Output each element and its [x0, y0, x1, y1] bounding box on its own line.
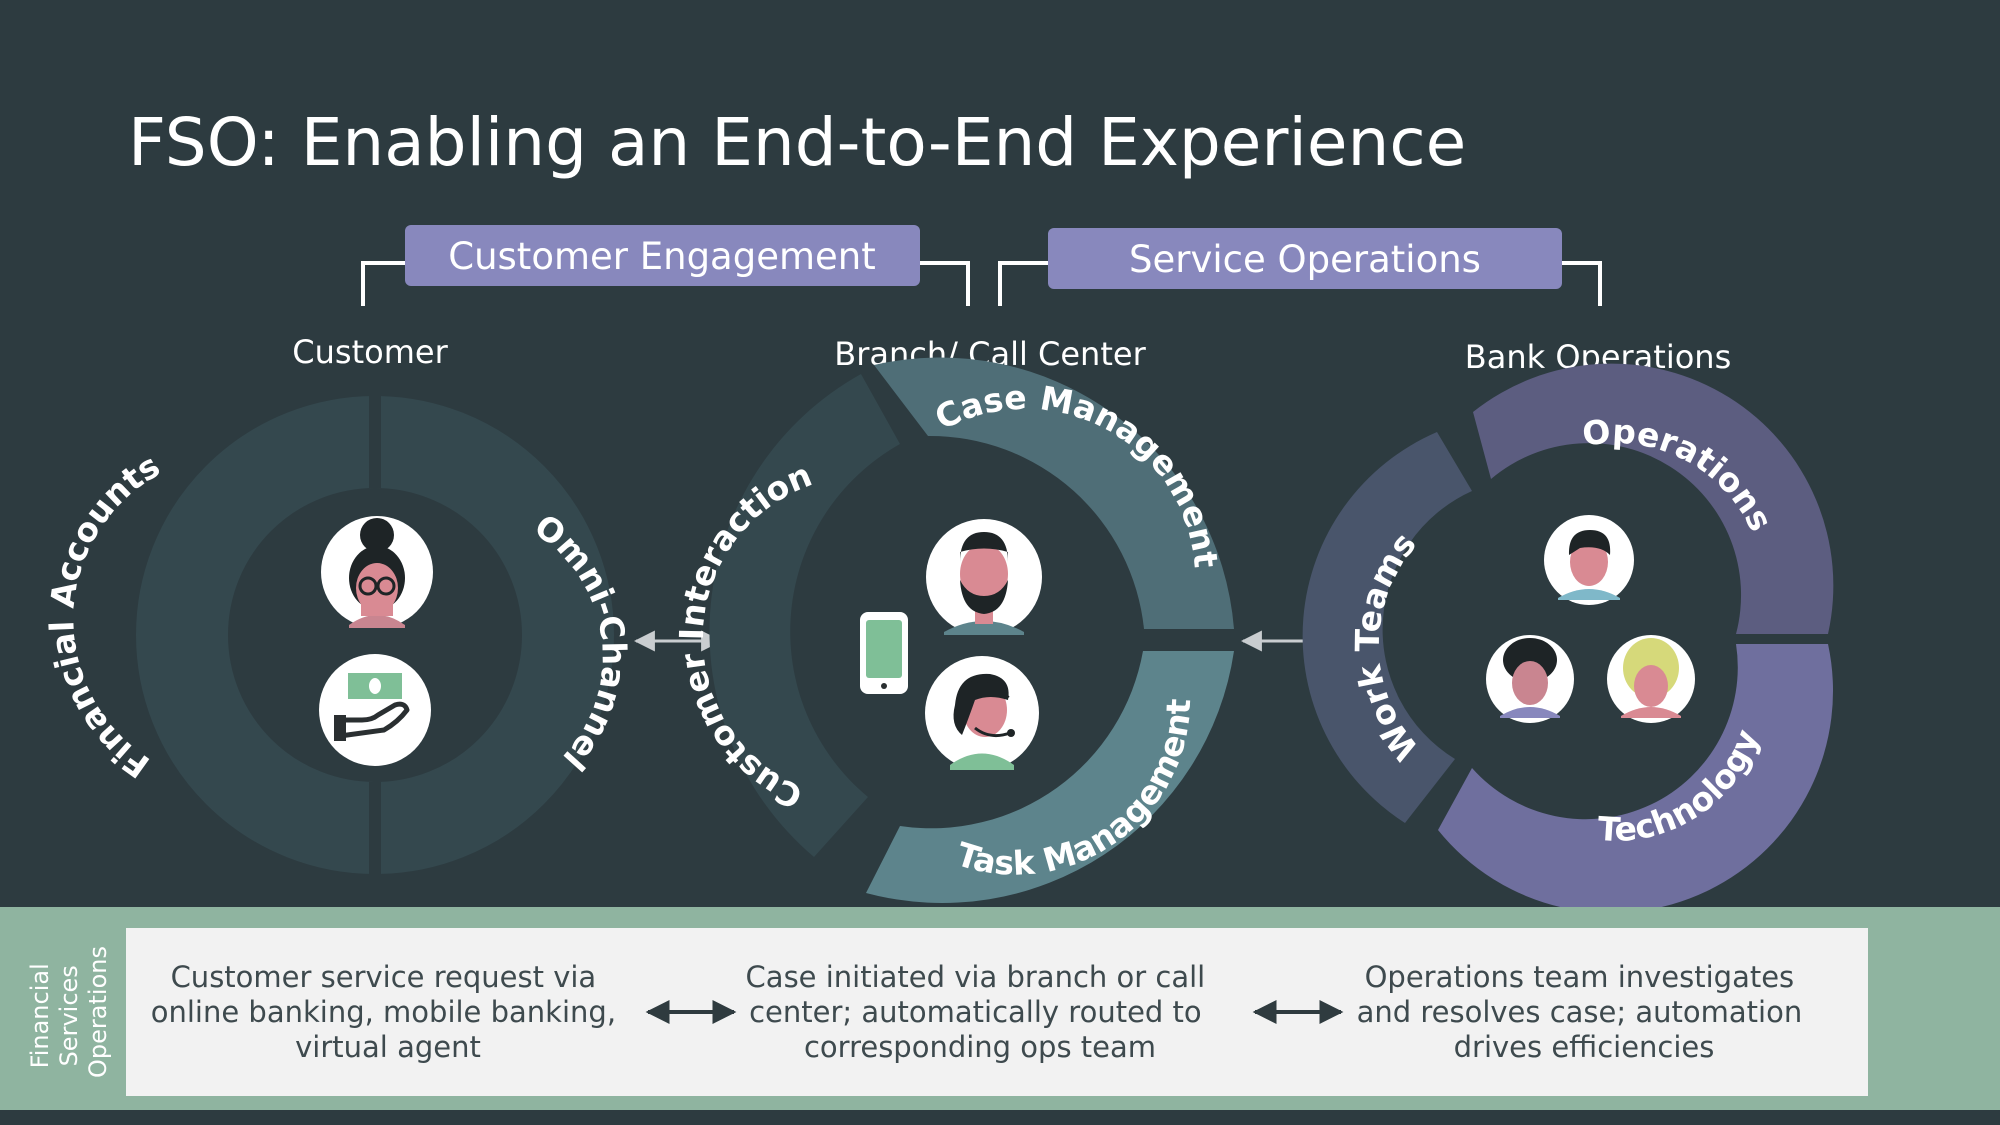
ring-divider [369, 782, 381, 878]
service-operations-label: Service Operations [1129, 238, 1481, 281]
customer-ring-band [136, 396, 614, 874]
customer-column-label: Customer [292, 333, 448, 371]
ops-team-member-avatar [1544, 515, 1634, 605]
operations-bracket-left [998, 261, 1048, 306]
customer-ring: Financial Accounts Omni-Channel [42, 392, 634, 878]
customer-engagement-group: Customer Engagement [361, 225, 970, 306]
customer-interaction-band [709, 374, 900, 857]
money-hand-icon [319, 654, 431, 766]
technology-band [1438, 644, 1834, 913]
bottom-edge [0, 1110, 2000, 1125]
ring-divider [369, 392, 381, 488]
bank-ring: Work Teams Operations Technology [1302, 363, 1834, 913]
customer-engagement-label: Customer Engagement [448, 235, 876, 278]
ops-team-member-avatar [1607, 635, 1695, 723]
financial-services-operations-label: Financial Services Operations [26, 946, 112, 1078]
side-label-line: Financial [26, 963, 54, 1068]
step-customer-description: Customer service request via online bank… [151, 960, 626, 1064]
branch-agent-avatar [926, 519, 1042, 635]
svg-text:Financial Services: Financial Services Operations [26, 946, 112, 1078]
work-teams-band [1302, 432, 1472, 823]
service-operations-group: Service Operations [998, 228, 1602, 306]
customer-engagement-box [405, 225, 920, 286]
page-title: FSO: Enabling an End-to-End Experience [128, 104, 1466, 181]
engagement-bracket-right [920, 261, 970, 306]
task-management-band [866, 651, 1234, 903]
customer-avatar [321, 516, 433, 628]
operations-band [1473, 363, 1834, 634]
ops-team-member-avatar [1486, 635, 1574, 723]
branch-ring: Customer Interaction Case Management Tas… [672, 357, 1234, 903]
call-center-agent-avatar [925, 656, 1039, 770]
case-management-band [874, 357, 1234, 629]
side-label-line: Services [55, 965, 83, 1066]
mobile-phone-icon [860, 612, 908, 694]
service-operations-box [1048, 228, 1562, 289]
step-operations-description: Operations team investigates and resolve… [1357, 960, 1812, 1064]
process-panel [126, 928, 1868, 1096]
step-branch-description: Case initiated via branch or call center… [746, 960, 1215, 1064]
operations-bracket-right [1562, 261, 1602, 306]
engagement-bracket-left [361, 261, 405, 306]
side-label-line: Operations [84, 946, 112, 1078]
